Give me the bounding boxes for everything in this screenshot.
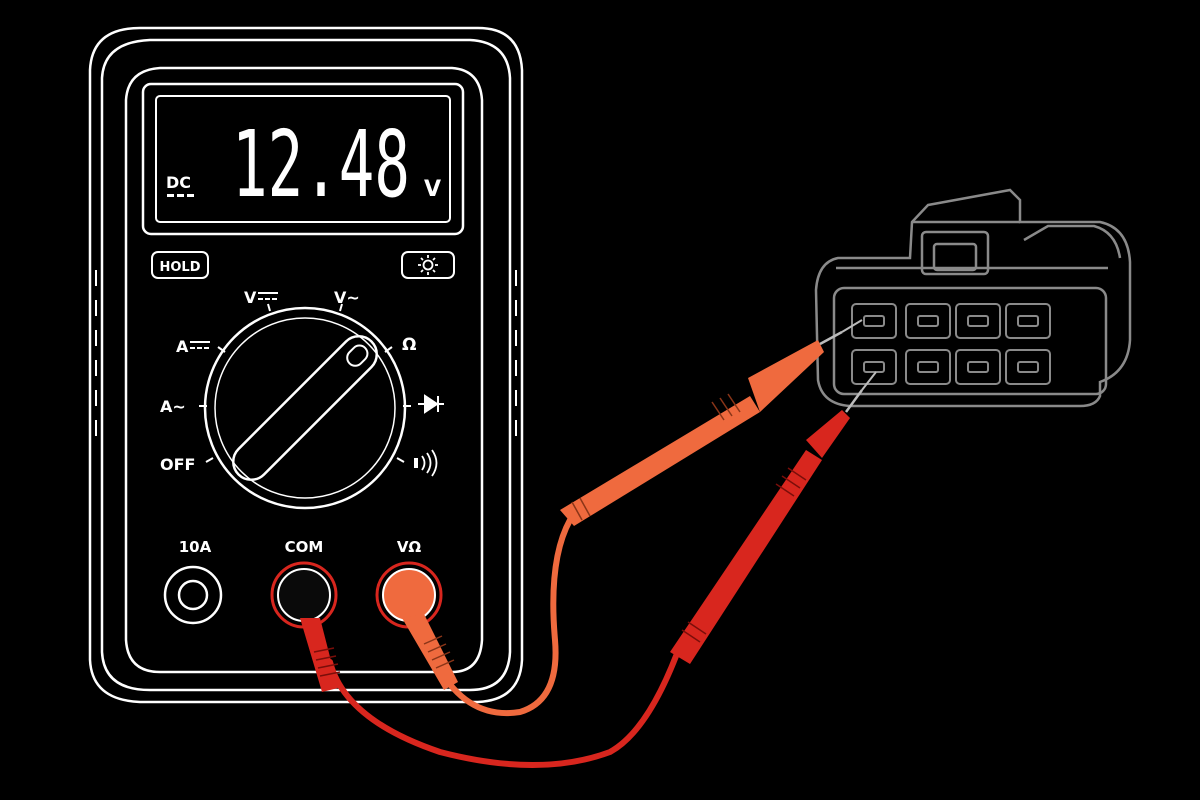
dial-ticks	[199, 303, 411, 463]
dc-mode-label: DC	[166, 173, 191, 192]
dial-label-a-dc: A	[176, 337, 189, 356]
unit-label: V	[424, 177, 441, 202]
diode-icon	[418, 394, 444, 414]
dc-symbol	[167, 194, 194, 197]
black-test-lead	[300, 371, 877, 768]
backlight-button[interactable]	[401, 251, 455, 279]
dc-symbol	[190, 341, 210, 349]
jack-label-com: COM	[285, 538, 324, 556]
jack-10a[interactable]	[163, 565, 223, 625]
jack-vohm[interactable]	[375, 561, 443, 629]
wire-connector	[814, 188, 1132, 408]
continuity-icon	[414, 449, 438, 477]
dial-label-v-ac: V~	[334, 288, 360, 307]
dial-knob[interactable]	[226, 329, 384, 487]
connector-pins	[851, 303, 1051, 385]
jack-label-10a: 10A	[179, 538, 212, 556]
display-frame	[141, 82, 465, 236]
sun-icon	[418, 255, 438, 275]
dc-symbol	[258, 292, 278, 300]
dial-label-a-ac: A~	[160, 397, 186, 416]
rotary-dial[interactable]: V V~ Ω A A~ OFF	[160, 288, 444, 510]
dial-label-ohm: Ω	[402, 335, 416, 355]
dial-label-v-dc: V	[244, 288, 257, 307]
dial-label-off: OFF	[160, 455, 195, 474]
display-screen	[155, 95, 451, 223]
voltage-reading: 12.48	[232, 111, 410, 218]
red-test-lead	[402, 319, 863, 716]
hold-button[interactable]: HOLD	[151, 251, 209, 279]
hold-button-label: HOLD	[159, 260, 200, 275]
lcd-display: DC 12.48 V	[166, 111, 441, 218]
jack-com[interactable]	[270, 561, 338, 629]
jack-label-vohm: VΩ	[397, 538, 422, 556]
